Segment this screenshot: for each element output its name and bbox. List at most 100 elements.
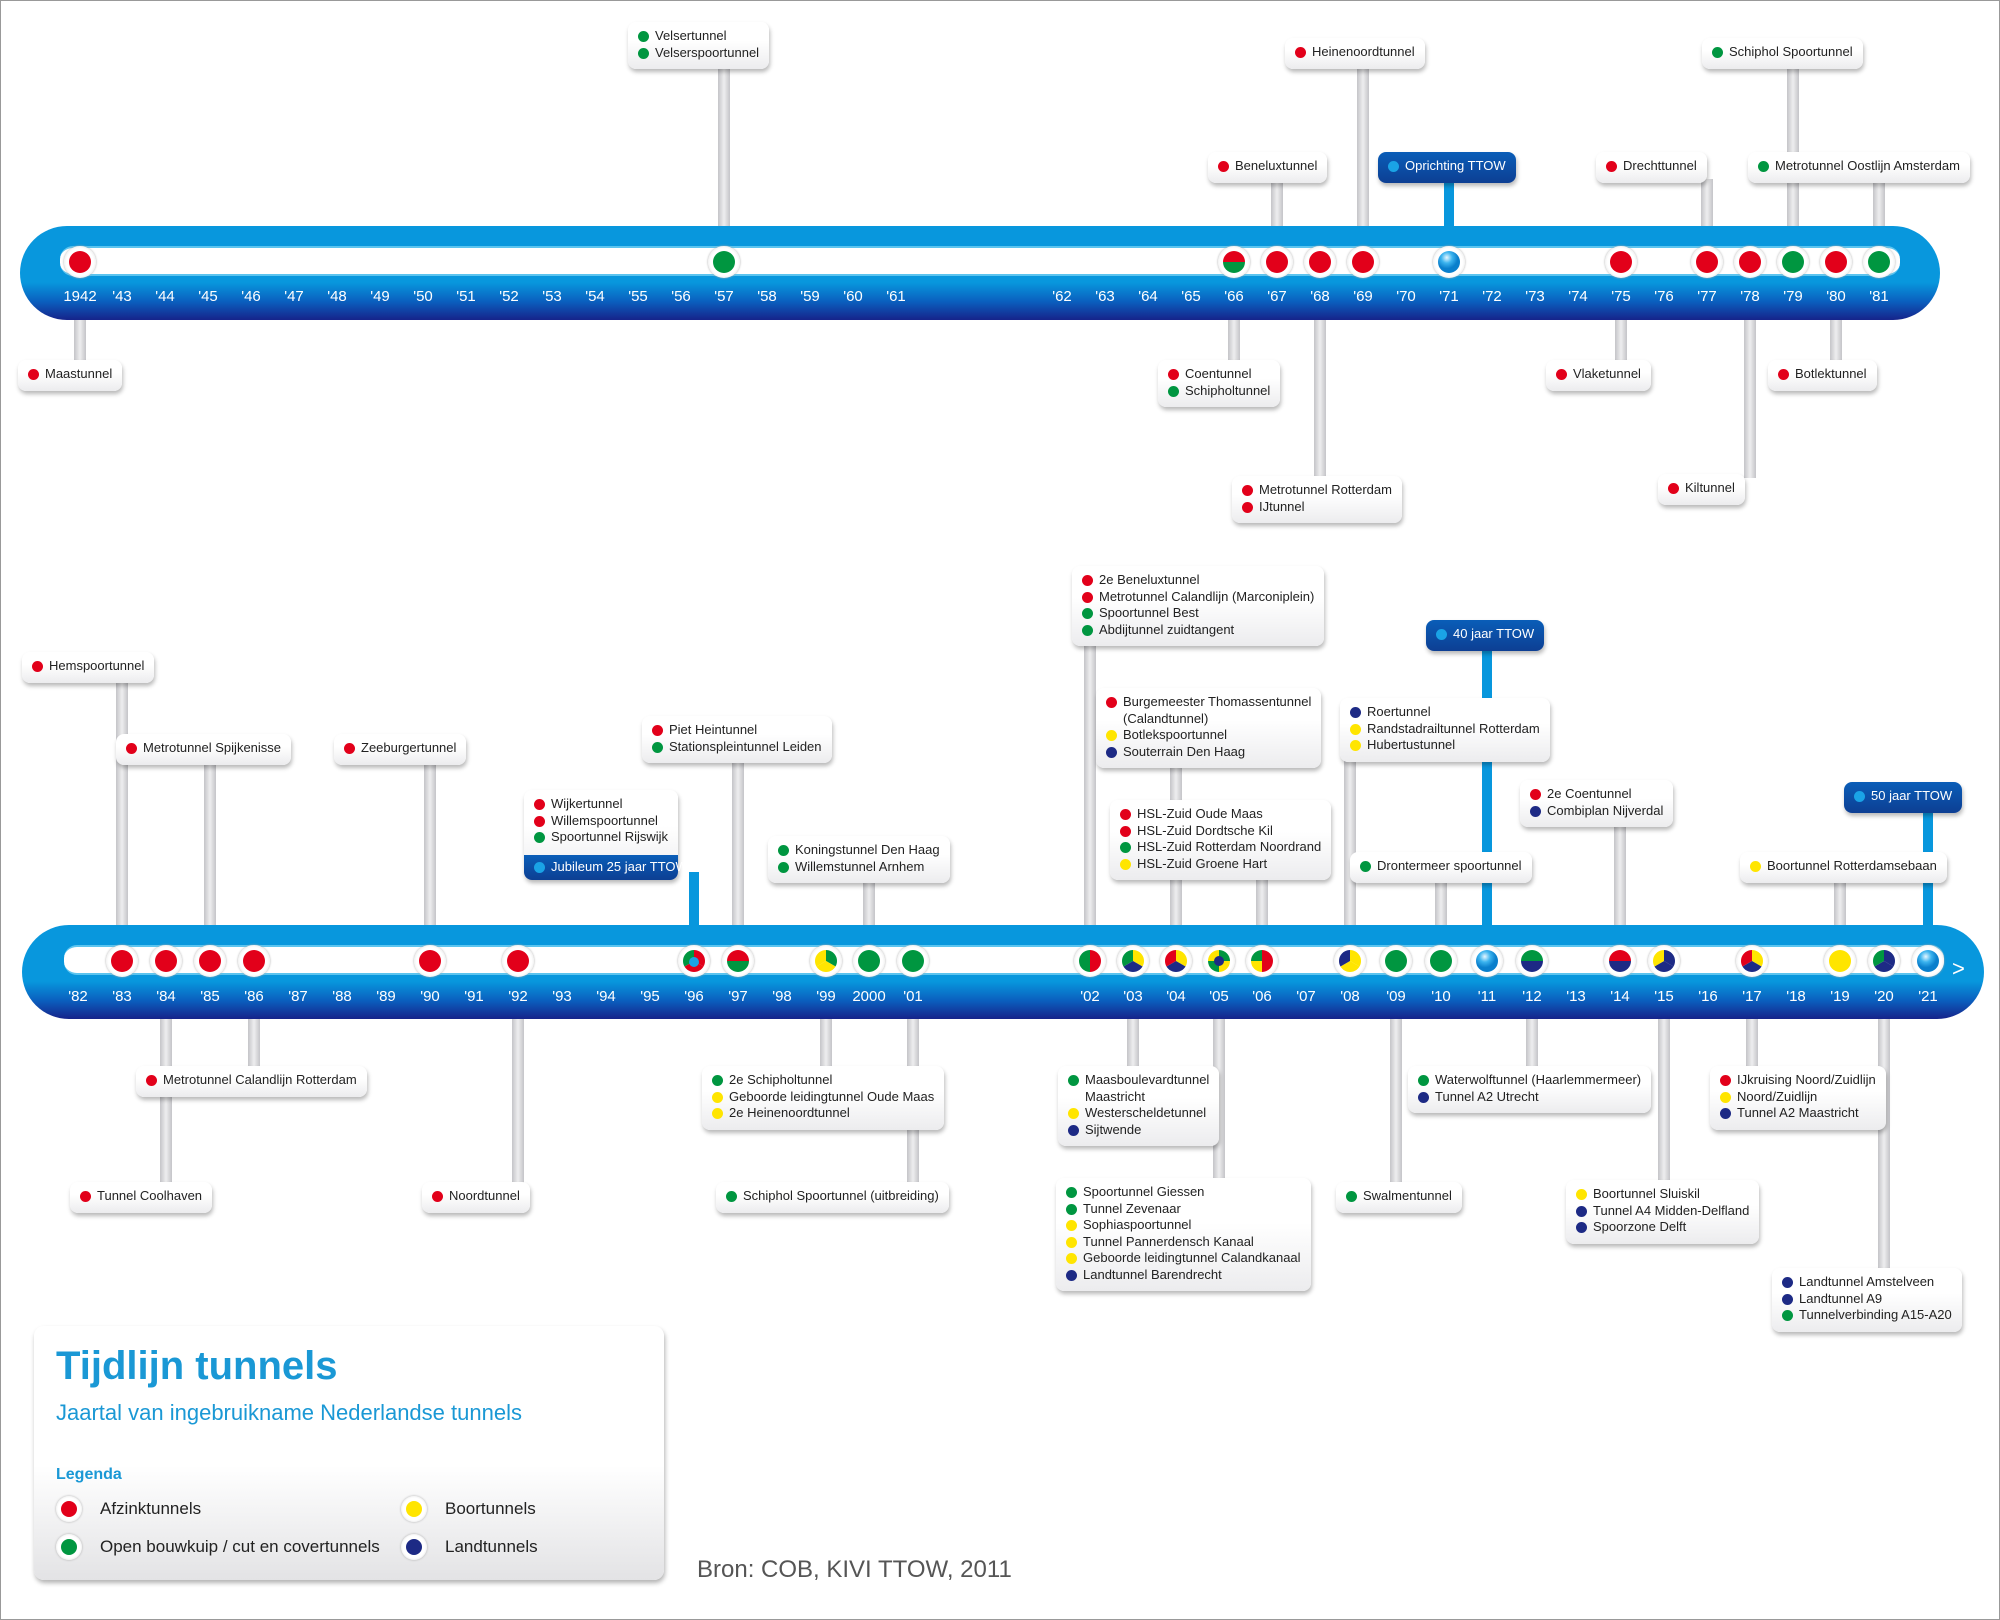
- callout-1984[interactable]: Tunnel Coolhaven: [70, 1182, 213, 1213]
- callout-item: Landtunnel Barendrecht: [1066, 1267, 1301, 1284]
- year-marker[interactable]: [1736, 945, 1768, 977]
- callout-2011[interactable]: 40 jaar TTOW: [1426, 620, 1545, 651]
- callout-1983[interactable]: Hemspoortunnel: [22, 652, 155, 683]
- year-marker[interactable]: [1246, 945, 1278, 977]
- year-marker[interactable]: [1074, 945, 1106, 977]
- callout-2001[interactable]: Schiphol Spoortunnel (uitbreiding): [716, 1182, 949, 1213]
- marker-pie: [683, 950, 705, 972]
- year-tick-label: '48: [327, 288, 347, 305]
- year-marker[interactable]: [1347, 246, 1379, 278]
- year-marker[interactable]: [1777, 246, 1809, 278]
- callout-1992[interactable]: Noordtunnel: [422, 1182, 530, 1213]
- slice-open: [1521, 950, 1543, 961]
- callout-1979[interactable]: Schiphol Spoortunnel: [1702, 38, 1863, 69]
- year-marker[interactable]: [1820, 246, 1852, 278]
- marker-pie: [713, 251, 735, 273]
- callout-2004[interactable]: Burgemeester Thomassentunnel(Calandtunne…: [1096, 688, 1322, 768]
- year-marker[interactable]: [1334, 945, 1366, 977]
- year-marker[interactable]: [106, 945, 138, 977]
- year-marker[interactable]: [1203, 945, 1235, 977]
- year-marker[interactable]: [1734, 246, 1766, 278]
- year-marker[interactable]: [810, 945, 842, 977]
- slice-afzink: [1223, 251, 1245, 262]
- year-marker[interactable]: [502, 945, 534, 977]
- year-marker[interactable]: [853, 945, 885, 977]
- year-marker[interactable]: [1218, 246, 1250, 278]
- callout-1977[interactable]: Drechttunnel: [1596, 152, 1707, 183]
- callout-1967[interactable]: Beneluxtunnel: [1208, 152, 1328, 183]
- callout-1969[interactable]: Heinenoordtunnel: [1285, 38, 1425, 69]
- callout-1975[interactable]: Vlaketunnel: [1546, 360, 1651, 391]
- callout-2021[interactable]: 50 jaar TTOW: [1844, 782, 1963, 813]
- boor-dot-icon: [1106, 730, 1117, 741]
- year-marker[interactable]: [150, 945, 182, 977]
- year-marker[interactable]: [1912, 945, 1944, 977]
- year-marker[interactable]: [722, 945, 754, 977]
- callout-2019[interactable]: Boortunnel Rotterdamsebaan: [1740, 852, 1947, 883]
- year-marker[interactable]: [1691, 246, 1723, 278]
- open-dot-icon: [726, 1191, 737, 1202]
- year-tick-label: '50: [413, 288, 433, 305]
- year-marker[interactable]: [1863, 246, 1895, 278]
- callout-item-label: Drontermeer spoortunnel: [1377, 858, 1522, 873]
- marker-pie: [1741, 950, 1763, 972]
- callout-2009[interactable]: Swalmentunnel: [1336, 1182, 1462, 1213]
- callout-item-label: Spoortunnel Rijswijk: [551, 829, 669, 844]
- year-marker[interactable]: [1117, 945, 1149, 977]
- year-marker[interactable]: [1648, 945, 1680, 977]
- year-marker[interactable]: [708, 246, 740, 278]
- year-marker[interactable]: [1160, 945, 1192, 977]
- legend-item-boor: Boortunnels: [401, 1496, 536, 1522]
- year-marker[interactable]: [1605, 246, 1637, 278]
- year-tick-label: '86: [244, 988, 264, 1005]
- callout-2012[interactable]: Waterwolftunnel (Haarlemmermeer)Tunnel A…: [1408, 1066, 1652, 1113]
- year-marker[interactable]: [1824, 945, 1856, 977]
- callout-1971[interactable]: Oprichting TTOW: [1378, 152, 1516, 183]
- callout-item-label: Willemstunnel Arnhem: [795, 858, 925, 874]
- year-marker[interactable]: [897, 945, 929, 977]
- year-marker[interactable]: [1261, 246, 1293, 278]
- year-marker[interactable]: [194, 945, 226, 977]
- year-marker[interactable]: [1425, 945, 1457, 977]
- callout-1980[interactable]: Botlektunnel: [1768, 360, 1877, 391]
- year-marker[interactable]: [414, 945, 446, 977]
- year-marker[interactable]: [1516, 945, 1548, 977]
- afzink-dot-icon: [1295, 47, 1306, 58]
- callout-1986[interactable]: Metrotunnel Calandlijn Rotterdam: [136, 1066, 367, 1097]
- year-marker[interactable]: [1304, 246, 1336, 278]
- year-marker[interactable]: [238, 945, 270, 977]
- year-marker[interactable]: [1471, 945, 1503, 977]
- callout-1985[interactable]: Metrotunnel Spijkenisse: [116, 734, 292, 765]
- year-marker[interactable]: [1604, 945, 1636, 977]
- slice-afzink: [1262, 961, 1273, 972]
- year-marker[interactable]: [1433, 246, 1465, 278]
- year-marker[interactable]: [1380, 945, 1412, 977]
- year-marker[interactable]: [678, 945, 710, 977]
- callout-1990[interactable]: Zeeburgertunnel: [334, 734, 467, 765]
- callout-1942[interactable]: Maastunnel: [18, 360, 123, 391]
- year-marker[interactable]: [64, 246, 96, 278]
- callout-1981[interactable]: Metrotunnel Oostlijn Amsterdam: [1748, 152, 1970, 183]
- more-arrow-icon[interactable]: >: [1952, 956, 1965, 981]
- year-marker[interactable]: [1868, 945, 1900, 977]
- callout-1978[interactable]: Kiltunnel: [1658, 474, 1745, 505]
- slice-afzink: [111, 950, 133, 972]
- slice-afzink: [1165, 950, 1176, 967]
- callout-2010[interactable]: Drontermeer spoortunnel: [1350, 852, 1532, 883]
